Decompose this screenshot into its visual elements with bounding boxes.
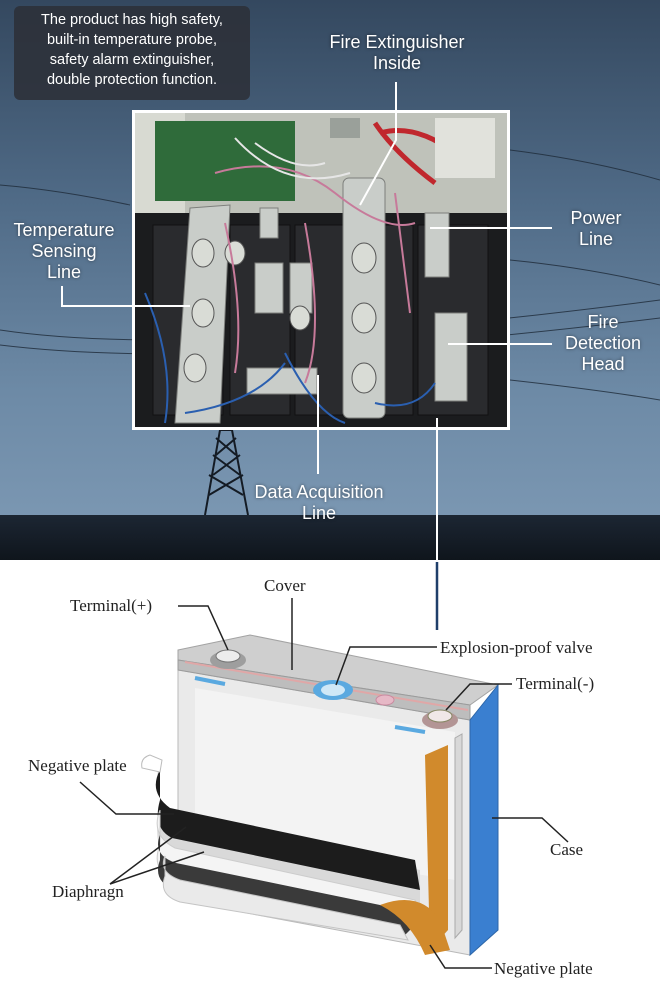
callout-line: safety alarm extinguisher, [49, 52, 215, 68]
label-fire-extinguisher: Fire Extinguisher Inside [312, 32, 482, 74]
cell-structure-section: Cover Terminal(+) Explosion-proof valve … [0, 560, 660, 990]
explosion-proof-valve [313, 680, 353, 700]
battery-pack-illustration [135, 113, 507, 427]
label-line: Line [301, 503, 337, 523]
label-line: Sensing [31, 241, 97, 261]
label-line: Detection [564, 333, 642, 353]
label-line: Power [570, 208, 622, 228]
label-line: Temperature [13, 220, 115, 240]
top-leader-lines [0, 0, 660, 560]
label-case: Case [550, 840, 584, 859]
terminal-negative [422, 709, 458, 729]
negative-plate-layer [155, 770, 420, 890]
label-line: Fire Extinguisher [329, 32, 465, 52]
label-line: Inside [372, 53, 422, 73]
safety-callout: The product has high safety, built-in te… [14, 6, 250, 100]
label-line: Line [578, 229, 614, 249]
label-fire-detection: Fire Detection Head [556, 312, 650, 375]
callout-line: built-in temperature probe, [46, 32, 218, 48]
prismatic-cell-illustration [79, 562, 569, 969]
terminal-positive [210, 649, 246, 669]
label-line: Head [581, 354, 625, 374]
label-terminal-negative: Terminal(-) [516, 674, 595, 693]
label-cover: Cover [264, 576, 306, 595]
label-temperature-sensing: Temperature Sensing Line [0, 220, 128, 283]
label-explosion-proof-valve: Explosion-proof valve [440, 638, 593, 657]
label-power-line: Power Line [554, 208, 638, 250]
bottom-leader-lines [79, 598, 569, 969]
label-negative-plate-bottom: Negative plate [494, 959, 593, 978]
label-terminal-positive: Terminal(+) [70, 596, 153, 615]
injection-hole [375, 694, 395, 706]
label-data-acquisition: Data Acquisition Line [234, 482, 404, 524]
callout-line: double protection function. [46, 72, 218, 88]
label-negative-plate-left: Negative plate [28, 756, 127, 775]
battery-pack-photo [132, 110, 510, 430]
electrode-layers [141, 754, 450, 955]
label-diaphragm: Diaphragn [52, 882, 124, 901]
tower-icon [204, 429, 249, 516]
cover [177, 634, 500, 706]
label-line: Line [46, 262, 82, 282]
label-line: Fire [587, 312, 619, 332]
battery-pack-section: The product has high safety, built-in te… [0, 0, 660, 560]
case-side [469, 683, 499, 957]
electrode-tab [425, 745, 448, 950]
ground-silhouette [0, 515, 660, 560]
callout-line: The product has high safety, [41, 12, 223, 28]
label-line: Data Acquisition [254, 482, 384, 502]
